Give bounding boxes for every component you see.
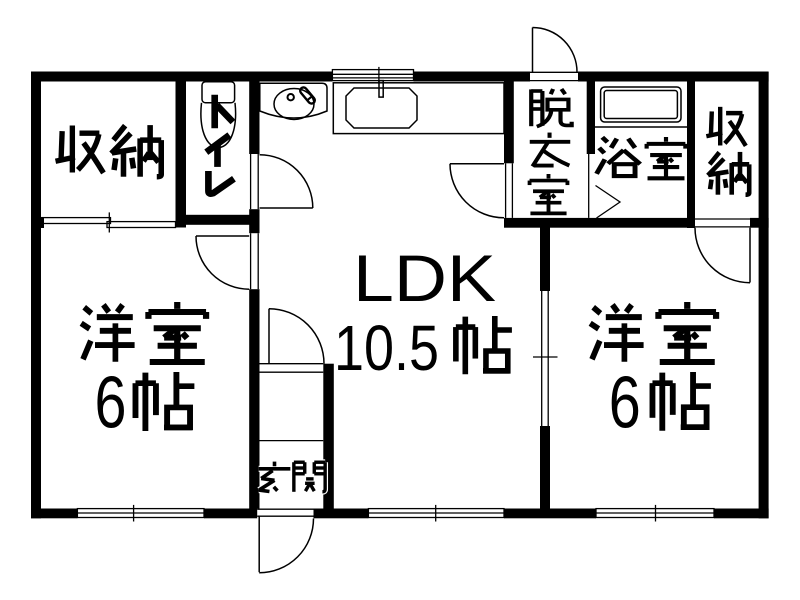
- svg-text:10.5: 10.5: [334, 312, 439, 384]
- svg-text:6: 6: [609, 363, 641, 444]
- svg-text:6: 6: [95, 363, 127, 444]
- svg-text:LDK: LDK: [353, 241, 496, 315]
